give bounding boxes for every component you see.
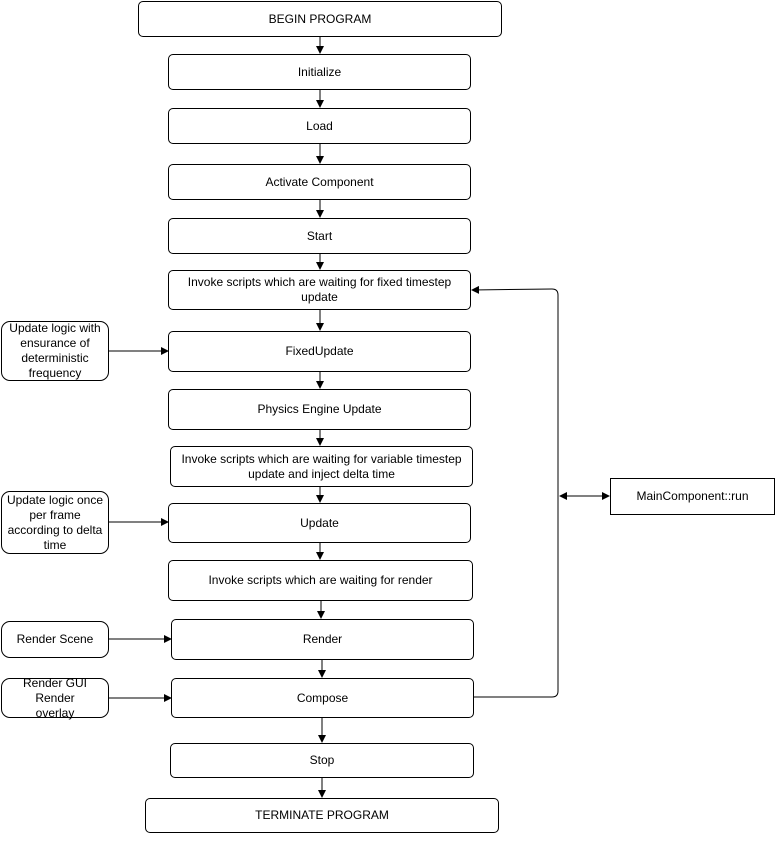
physics-engine-update-node: Physics Engine Update: [168, 389, 471, 430]
activate-component-node: Activate Component: [168, 164, 471, 200]
stop-node: Stop: [170, 743, 474, 778]
terminate-program-node: TERMINATE PROGRAM: [145, 798, 499, 833]
invoke-fixed-node: Invoke scripts which are waiting for fix…: [168, 270, 471, 310]
fixed-update-note: Update logic with ensurance of determini…: [1, 321, 109, 381]
loop-back-connector: [471, 285, 559, 698]
begin-program-node: BEGIN PROGRAM: [138, 1, 502, 37]
main-component-node: MainComponent::run: [610, 478, 775, 515]
render-node: Render: [171, 619, 474, 660]
update-node: Update: [168, 503, 471, 543]
invoke-render-node: Invoke scripts which are waiting for ren…: [168, 560, 473, 601]
render-scene-note: Render Scene: [1, 621, 109, 658]
load-node: Load: [168, 108, 471, 144]
fixedupdate-node: FixedUpdate: [168, 331, 471, 372]
start-node: Start: [168, 218, 471, 254]
compose-node: Compose: [171, 678, 474, 718]
invoke-variable-node: Invoke scripts which are waiting for var…: [170, 446, 473, 487]
render-gui-note: Render GUI Render overlay: [1, 676, 109, 720]
update-note: Update logic once per frame according to…: [1, 491, 109, 554]
initialize-node: Initialize: [168, 54, 471, 90]
